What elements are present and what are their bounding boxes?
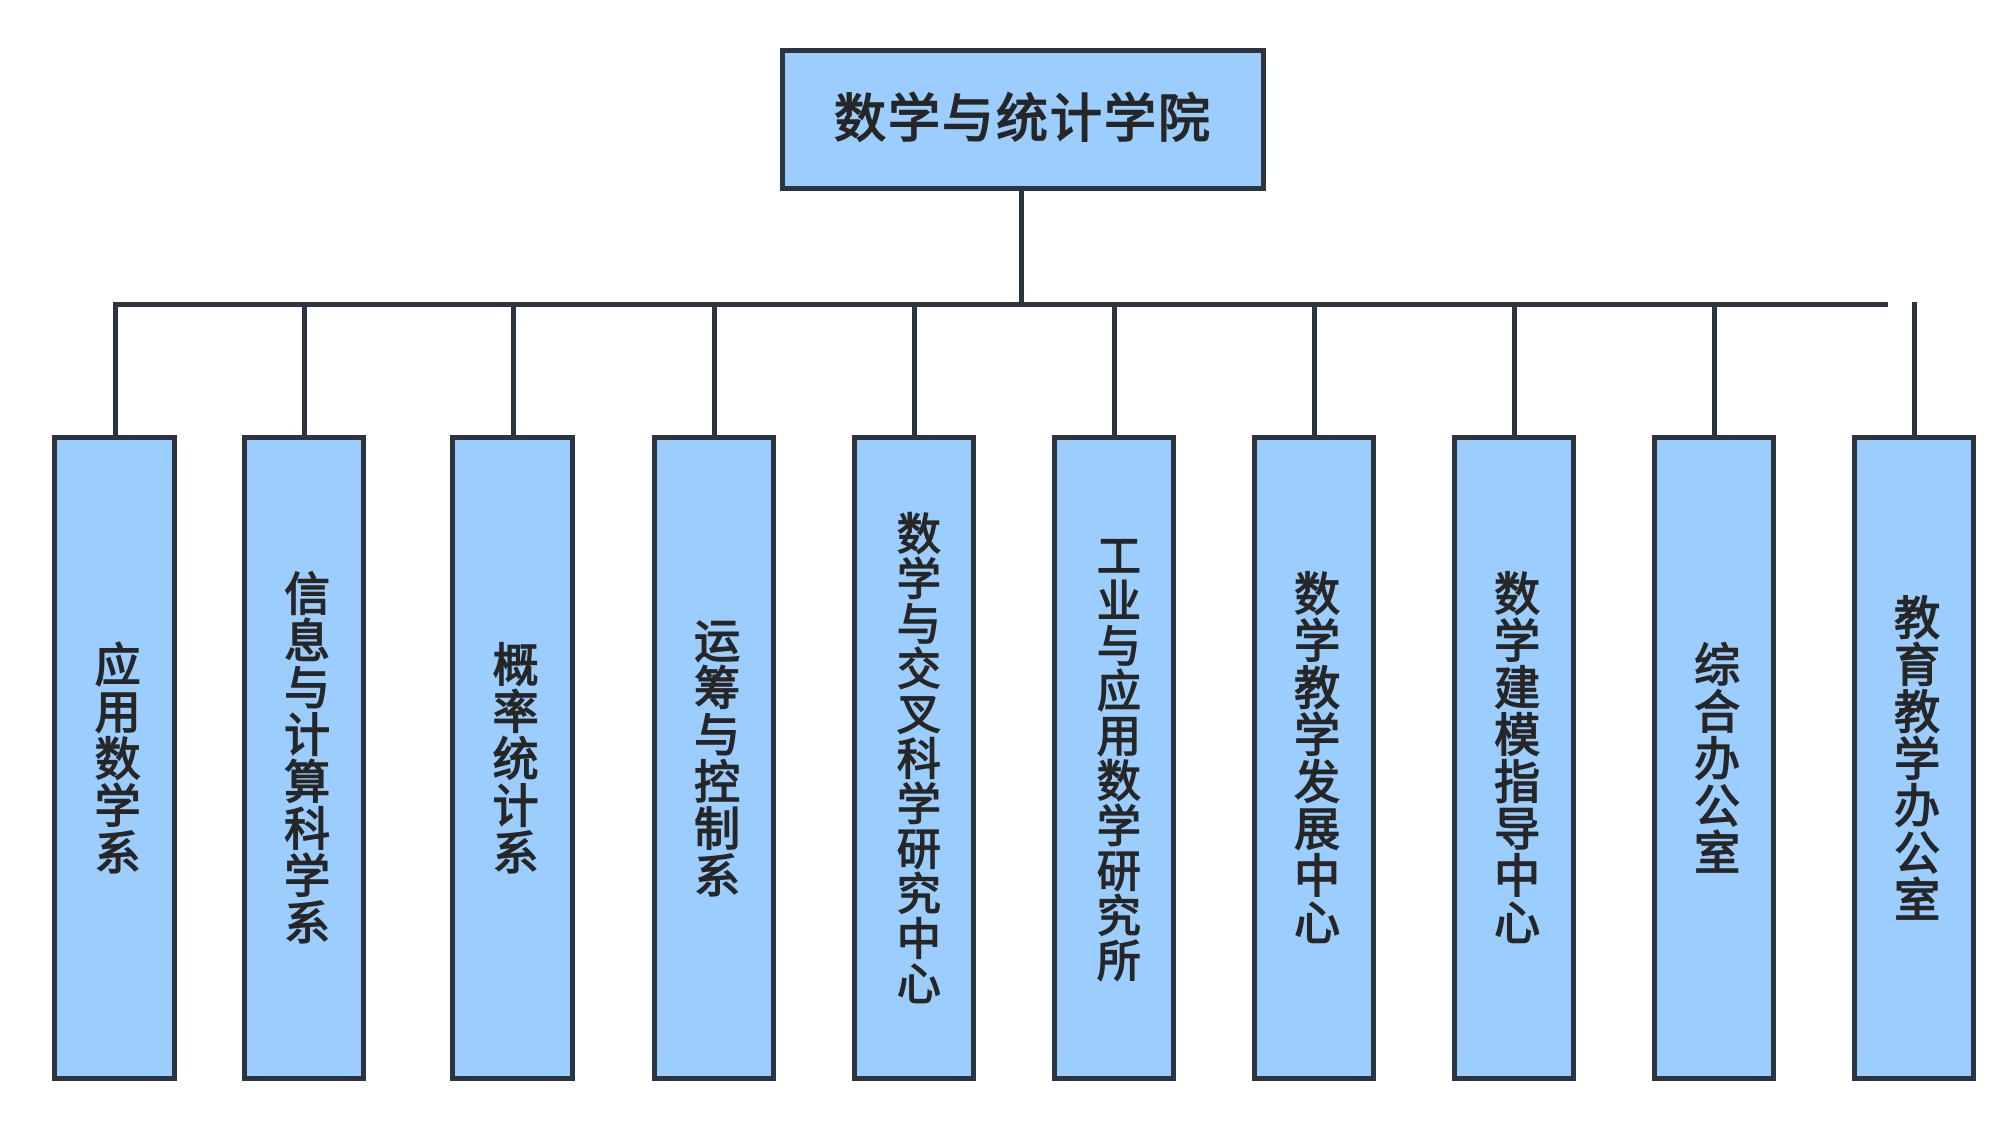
child-node-6[interactable]: 工业与应用数学研究所 [1052,435,1176,1081]
child-node-label: 应用数学系 [87,640,142,876]
connector-drop-4 [712,302,717,438]
child-node-label: 信息与计算科学系 [277,570,332,946]
root-node-school[interactable]: 数学与统计学院 [780,48,1266,191]
child-node-4[interactable]: 运筹与控制系 [652,435,776,1081]
connector-root-stem [1019,190,1024,307]
child-node-7[interactable]: 数学教学发展中心 [1252,435,1376,1081]
child-node-3[interactable]: 概率统计系 [450,435,575,1081]
child-node-label: 概率统计系 [485,640,540,876]
child-node-label: 运筹与控制系 [687,617,742,899]
child-node-2[interactable]: 信息与计算科学系 [242,435,366,1081]
child-node-5[interactable]: 数学与交叉科学研究中心 [852,435,976,1081]
connector-drop-7 [1312,302,1317,438]
connector-drop-1 [113,302,118,438]
child-node-label: 数学与交叉科学研究中心 [888,510,940,1006]
child-node-9[interactable]: 综合办公室 [1652,435,1776,1081]
connector-drop-3 [511,302,516,438]
child-node-label: 综合办公室 [1687,640,1742,876]
connector-drop-2 [302,302,307,438]
child-node-1[interactable]: 应用数学系 [52,435,177,1081]
connector-horizontal-bus [113,302,1888,307]
child-node-label: 教育教学办公室 [1887,593,1942,923]
child-node-label: 数学教学发展中心 [1287,570,1342,946]
child-node-10[interactable]: 教育教学办公室 [1852,435,1976,1081]
connector-drop-6 [1112,302,1117,438]
connector-drop-8 [1512,302,1517,438]
child-node-8[interactable]: 数学建模指导中心 [1452,435,1576,1081]
connector-drop-9 [1712,302,1717,438]
connector-drop-5 [912,302,917,438]
root-node-label: 数学与统计学院 [833,89,1212,150]
child-node-label: 工业与应用数学研究所 [1088,533,1140,983]
connector-drop-10 [1912,302,1917,438]
child-node-label: 数学建模指导中心 [1487,570,1542,946]
